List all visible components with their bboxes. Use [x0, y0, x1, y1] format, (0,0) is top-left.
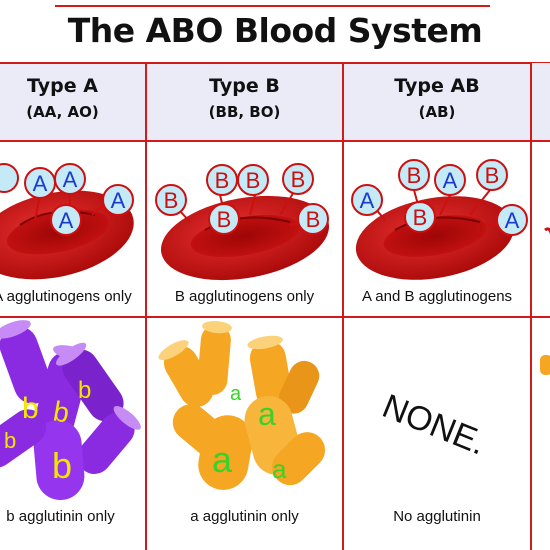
- svg-text:B: B: [217, 207, 232, 232]
- antigen-a: A: [54, 163, 86, 195]
- column-header-type-b: Type B (BB, BO): [147, 63, 342, 141]
- type-label: Type A: [27, 75, 98, 97]
- antigen-a: A: [496, 204, 528, 236]
- page-title: The ABO Blood System: [67, 11, 483, 50]
- antigen-b: B: [206, 164, 238, 196]
- header-band: [0, 63, 550, 141]
- type-label: Type B: [209, 75, 280, 97]
- title-rule: [55, 5, 490, 7]
- antigen-b: B: [404, 201, 436, 233]
- svg-text:A: A: [360, 188, 375, 213]
- antigen-b: B: [155, 184, 187, 216]
- svg-text:A: A: [111, 188, 126, 213]
- antigen-b: B: [398, 159, 430, 191]
- svg-text:A: A: [505, 208, 520, 233]
- antibody-letter: b: [78, 377, 91, 404]
- antigen-b: B: [297, 203, 329, 235]
- antibody-letter: a: [272, 454, 287, 484]
- antibody-letter: a: [230, 383, 242, 405]
- svg-text:A: A: [443, 168, 458, 193]
- svg-text:B: B: [291, 167, 306, 192]
- grid-line: [0, 62, 550, 64]
- antigen-b: B: [476, 159, 508, 191]
- svg-text:A: A: [59, 208, 74, 233]
- antigen-a: A: [50, 204, 82, 236]
- antibody-anti-b-group: [0, 320, 141, 501]
- svg-text:B: B: [215, 168, 230, 193]
- antigen-b: B: [208, 203, 240, 235]
- antigen-b: B: [282, 163, 314, 195]
- antibody-letter: b: [51, 395, 72, 428]
- antibody-letter: b: [22, 392, 39, 425]
- antibody-letter: a: [212, 439, 233, 480]
- antibody-letter: b: [4, 428, 16, 453]
- svg-text:B: B: [413, 205, 428, 230]
- grid-line: [342, 63, 344, 550]
- column-header-type-a: Type A (AA, AO): [0, 63, 145, 141]
- grid-line: [530, 63, 532, 550]
- svg-text:A: A: [63, 167, 78, 192]
- antibody-anti-a-group: [158, 320, 326, 490]
- genotype-label: (BB, BO): [208, 103, 281, 121]
- grid-line: [0, 316, 550, 318]
- antigen-b: B: [237, 164, 269, 196]
- column-header-type-ab: Type AB (AB): [344, 63, 530, 141]
- antibody-letter: b: [52, 445, 72, 486]
- antigen-a: A: [24, 167, 56, 199]
- antigen-a: [0, 163, 19, 193]
- partial-column-glimpse: [532, 63, 550, 375]
- antigen-caption: A and B agglutinogens: [361, 288, 513, 305]
- svg-text:B: B: [246, 168, 261, 193]
- antibody-letter: a: [258, 396, 276, 432]
- antigen-caption: A agglutinogens only: [0, 288, 132, 305]
- antibody-caption: a agglutinin only: [190, 508, 299, 525]
- antibody-caption: b agglutinin only: [6, 508, 115, 525]
- grid-line: [145, 63, 147, 550]
- svg-text:B: B: [407, 163, 422, 188]
- svg-text:B: B: [306, 207, 321, 232]
- svg-text:A: A: [33, 171, 48, 196]
- antigen-caption: B agglutinogens only: [174, 288, 315, 305]
- none-label: NONE.: [377, 387, 491, 463]
- genotype-label: (AA, AO): [26, 103, 99, 121]
- antibody-caption: No agglutinin: [393, 508, 481, 525]
- antigen-a: A: [102, 184, 134, 216]
- antigen-a: A: [434, 164, 466, 196]
- svg-text:B: B: [164, 188, 179, 213]
- type-label: Type AB: [394, 75, 480, 97]
- antigen-a: A: [351, 184, 383, 216]
- genotype-label: (AB): [418, 103, 456, 121]
- svg-text:B: B: [485, 163, 500, 188]
- grid-line: [0, 140, 550, 142]
